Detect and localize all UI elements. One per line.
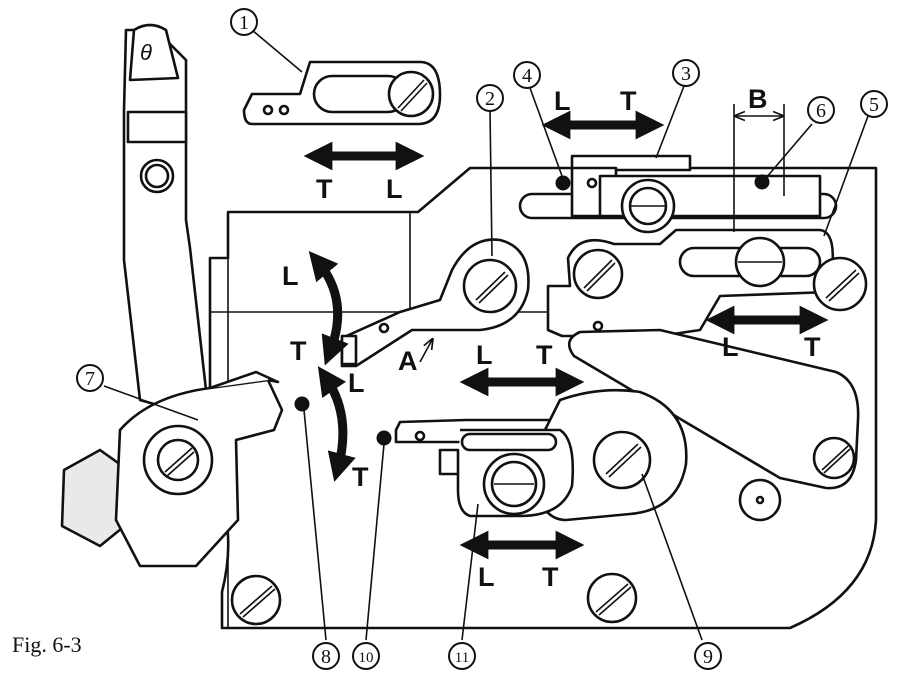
callout-8-text: 8 (321, 646, 331, 668)
callout-6-text: 6 (816, 100, 826, 122)
callout-3: 3 (672, 59, 700, 87)
callout-11: 11 (448, 642, 476, 670)
part-7-bracket (60, 370, 284, 568)
arrow-labels: T L L T L T L T L T L T L T A B (282, 84, 821, 592)
part-3-slide (518, 154, 838, 234)
callout-8: 8 (312, 642, 340, 670)
callout-10: 10 (352, 642, 380, 670)
label-a1-t: T (316, 174, 333, 204)
bottom-screws (230, 572, 638, 626)
part-1-plate (242, 60, 442, 126)
label-a7-t: T (804, 332, 821, 362)
callout-7: 7 (76, 364, 104, 392)
vertical-lever: θ (122, 23, 208, 412)
label-point-a: A (398, 346, 418, 376)
label-a2-l: L (554, 86, 571, 116)
callout-4: 4 (513, 61, 541, 89)
point-8-dot (294, 396, 310, 412)
callout-1-text: 1 (239, 12, 249, 34)
label-a2-t: T (620, 86, 637, 116)
diagonal-link (567, 328, 860, 522)
motion-arrows (303, 110, 829, 560)
dimension-b (733, 104, 785, 232)
label-a4-l: L (348, 368, 365, 398)
label-a3-l: L (282, 261, 299, 291)
label-a6-l: L (478, 562, 495, 592)
point-a-leader (419, 340, 432, 363)
callout-6: 6 (807, 96, 835, 124)
svg-text:θ: θ (140, 40, 152, 65)
callout-7-text: 7 (85, 368, 95, 390)
part-2-lever (340, 238, 530, 368)
label-a4-t: T (352, 462, 369, 492)
callout-5-text: 5 (869, 94, 879, 116)
part-5-block (546, 228, 835, 338)
leader-lines (103, 29, 869, 641)
callout-5: 5 (860, 90, 888, 118)
right-edge-screw (812, 256, 868, 312)
callout-4-text: 4 (522, 65, 532, 87)
label-a1-l: L (386, 174, 403, 204)
callout-9-text: 9 (703, 646, 713, 668)
label-a6-t: T (542, 562, 559, 592)
callout-3-text: 3 (681, 63, 691, 85)
callout-9: 9 (694, 642, 722, 670)
figure-caption: Fig. 6-3 (12, 632, 82, 657)
label-a3-t: T (290, 336, 307, 366)
label-a5-t: T (536, 340, 553, 370)
callout-11-text: 11 (455, 650, 469, 666)
label-a7-l: L (722, 332, 739, 362)
callout-1: 1 (230, 8, 258, 36)
callout-2-text: 2 (485, 88, 495, 110)
callout-2: 2 (476, 84, 504, 112)
part-11-slide (376, 388, 688, 522)
label-a5-l: L (476, 340, 493, 370)
label-dim-b: B (748, 84, 768, 114)
callout-10-text: 10 (359, 650, 374, 666)
